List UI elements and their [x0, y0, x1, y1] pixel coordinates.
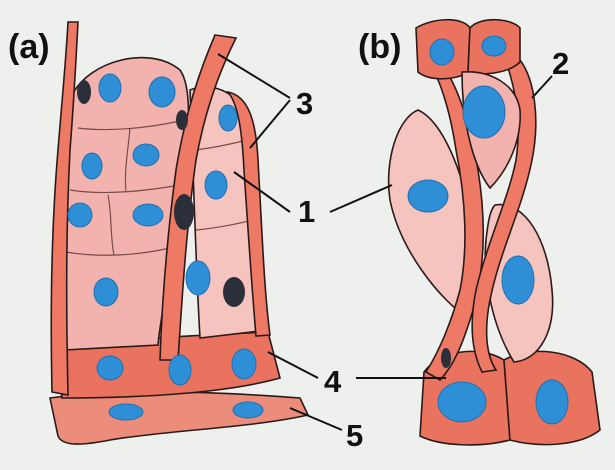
basal-layer-a: [50, 392, 308, 444]
nucleus: [438, 382, 486, 422]
leader-5: [290, 408, 342, 430]
nucleus: [97, 356, 123, 380]
sheath-nucleus: [441, 348, 451, 368]
leader-1-right: [330, 185, 392, 212]
panel-b: [389, 20, 600, 445]
nucleus: [99, 74, 121, 102]
callout-2: 2: [552, 46, 569, 81]
sheath-nucleus: [174, 194, 194, 230]
callout-5: 5: [346, 418, 363, 453]
nucleus: [169, 355, 191, 385]
nucleus: [219, 105, 237, 131]
nucleus: [502, 256, 534, 304]
sheath-nucleus: [176, 110, 188, 130]
nucleus: [109, 404, 143, 420]
nucleus: [82, 153, 102, 179]
nucleus: [133, 204, 163, 226]
nucleus: [186, 261, 210, 295]
panel-label-a: (a): [8, 28, 50, 66]
nucleus: [408, 180, 448, 212]
nucleus: [205, 171, 227, 199]
callout-3: 3: [296, 86, 313, 121]
sheath-nucleus: [223, 277, 245, 307]
nucleus: [133, 144, 159, 166]
callout-4: 4: [324, 364, 342, 399]
nucleus: [149, 77, 175, 107]
nucleus: [430, 39, 454, 65]
nucleus: [536, 380, 568, 424]
sheath-nucleus: [77, 80, 91, 104]
nucleus: [68, 203, 92, 227]
nucleus: [463, 86, 505, 138]
panel-label-b: (b): [358, 28, 401, 66]
nucleus: [482, 36, 506, 56]
callout-1: 1: [298, 194, 315, 229]
nucleus: [233, 402, 263, 418]
nucleus: [232, 349, 256, 379]
nucleus: [94, 278, 118, 306]
leader-3-lower: [250, 100, 290, 148]
leader-2: [532, 76, 552, 98]
